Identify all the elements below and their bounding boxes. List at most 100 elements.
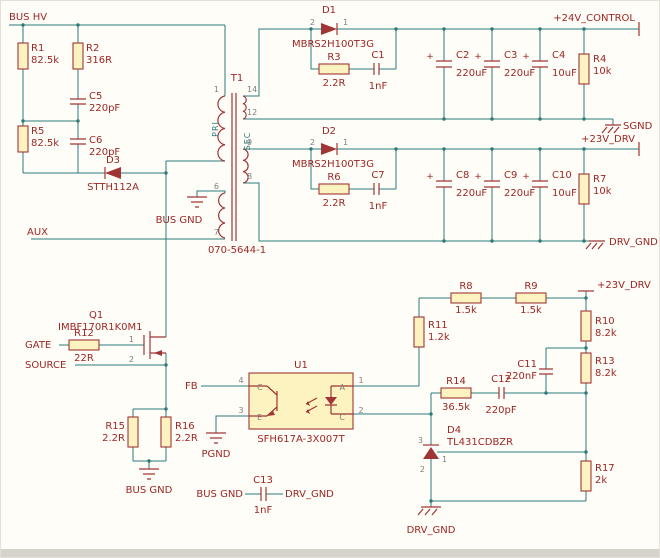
net-label-sgnd: SGND	[623, 121, 653, 132]
value-D3: STTH112A	[87, 182, 139, 193]
pin-Q1-1: 1	[129, 335, 134, 344]
junction-dot	[582, 27, 586, 31]
junction-dot	[584, 391, 588, 395]
resistor-R16-body	[160, 416, 172, 448]
junction-dot	[584, 296, 588, 300]
value-D4: TL431CDBZR	[446, 437, 513, 448]
value-C11: 220nF	[506, 371, 537, 382]
junction-dot	[582, 147, 586, 151]
value-C4: 10uF	[552, 68, 577, 79]
transformer-core	[231, 93, 237, 241]
resistor-R2-body	[72, 42, 84, 70]
polarity-mark-C3: +	[474, 52, 482, 62]
resistor-R15-body	[127, 416, 139, 448]
junction-dot	[584, 346, 588, 350]
resistor-R10-body	[580, 310, 592, 342]
pin-T1-12: 12	[247, 108, 257, 117]
diode-D3-triangle	[105, 167, 121, 179]
transformer-aux-winding	[218, 192, 226, 239]
ref-R5: R5	[31, 126, 44, 137]
resistor-R5-body	[17, 125, 29, 153]
net-label-bus-gnd-sense: BUS GND	[126, 485, 173, 496]
ref-C6: C6	[89, 135, 102, 146]
value-R7: 10k	[593, 186, 612, 197]
optocoupler-U1-phototransistor	[249, 385, 278, 417]
junction-dot	[582, 117, 586, 121]
diode-D1-triangle	[321, 23, 337, 35]
junction-dot	[490, 117, 494, 121]
pin-T1-6: 6	[214, 182, 219, 191]
junction-dot	[582, 239, 586, 243]
ground-bus-gnd-xfmr-symbol	[187, 196, 207, 208]
transformer-secondary2-winding	[242, 148, 249, 184]
mosfet-Q1-arrow	[154, 350, 162, 356]
winding-label-sec: SEC	[243, 132, 252, 151]
junction-dot	[490, 147, 494, 151]
pin-D2-1: 1	[343, 138, 348, 147]
optocoupler-U1-led-triangle	[325, 397, 337, 405]
capacitor-plates	[70, 60, 553, 501]
pin-U1-1: 1	[358, 376, 363, 385]
opto-terminal-emitter: E	[257, 413, 262, 422]
junction-dot	[309, 147, 313, 151]
junction-dot	[309, 27, 313, 31]
ref-R12: R12	[74, 328, 94, 339]
resistor-R13-body	[580, 352, 592, 384]
value-R15: 2.2R	[102, 433, 125, 444]
net-label-bus-hv: BUS HV	[9, 12, 47, 23]
junction-dot	[164, 407, 168, 411]
pin-T1-8: 8	[247, 172, 252, 181]
pin-U1-4: 4	[238, 376, 243, 385]
ref-Q1: Q1	[89, 310, 103, 321]
ref-R8: R8	[459, 281, 472, 292]
value-R16: 2.2R	[175, 433, 198, 444]
resistor-R4-body	[578, 53, 590, 85]
polarity-mark-C9: +	[474, 172, 482, 182]
value-R17: 2k	[595, 475, 607, 486]
transformer-primary-winding	[217, 95, 226, 162]
net-label-23v-drv-bottom: +23V_DRV	[597, 280, 651, 291]
ref-C5: C5	[89, 91, 102, 102]
polarity-mark-C2: +	[426, 52, 434, 62]
ref-R16: R16	[175, 421, 195, 432]
ref-C1: C1	[371, 50, 384, 61]
ground-pgnd-symbol	[206, 432, 226, 444]
net-label-drv-gnd-bottom: DRV_GND	[407, 525, 456, 536]
junction-dot	[490, 27, 494, 31]
resistor-R14-body	[440, 387, 472, 399]
junction-dot	[442, 239, 446, 243]
junction-dot	[538, 239, 542, 243]
value-U1: SFH617A-3X007T	[257, 434, 345, 445]
ref-R1: R1	[31, 43, 44, 54]
net-label-bus-gnd-c13: BUS GND	[196, 489, 243, 500]
value-Q1: IMBF170R1K0M1	[58, 322, 143, 333]
ref-U1: U1	[294, 360, 308, 371]
transformer-secondary1-winding	[242, 95, 247, 120]
resistor-R11-body	[413, 316, 425, 348]
ref-R17: R17	[595, 463, 615, 474]
junction-dot	[442, 147, 446, 151]
junction-dot	[490, 239, 494, 243]
net-label-pgnd: PGND	[202, 449, 231, 460]
resistor-R17-body	[580, 460, 592, 492]
ref-C11: C11	[517, 359, 537, 370]
ref-R11: R11	[428, 320, 448, 331]
winding-label-pri: PRI	[211, 121, 220, 137]
junction-dot	[429, 412, 433, 416]
ref-R14: R14	[446, 376, 466, 387]
junction-dot	[147, 459, 151, 463]
junction-dot	[584, 450, 588, 454]
net-label-fb: FB	[185, 381, 198, 392]
value-C2: 220uF	[456, 68, 487, 79]
junction-dot	[538, 27, 542, 31]
value-R5: 82.5k	[31, 138, 59, 149]
pin-D1-1: 1	[343, 18, 348, 27]
value-D1: MBRS2H100T3G	[292, 39, 374, 50]
ref-C13: C13	[253, 475, 273, 486]
ref-D3: D3	[106, 155, 120, 166]
resistor-R6-body	[318, 183, 350, 195]
ref-R7: R7	[593, 174, 606, 185]
junction-dot	[164, 171, 168, 175]
junction-dot	[442, 117, 446, 121]
